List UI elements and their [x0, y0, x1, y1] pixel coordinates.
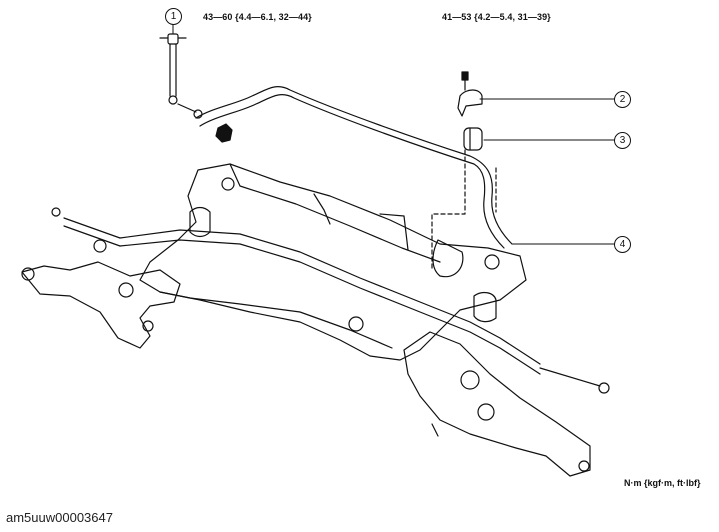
document-id: am5uuw00003647 [6, 510, 113, 525]
link-nut [215, 123, 233, 143]
stabilizer-bracket [457, 89, 483, 117]
callout-leaders [172, 23, 615, 245]
torque-spec-bracket-bolt: 41—53 {4.2—5.4, 31—39} [442, 12, 551, 22]
stabilizer-control-link [159, 33, 203, 119]
left-lower-arm [21, 239, 181, 349]
callout-1: 1 [165, 8, 182, 25]
unit-note: N·m {kgf·m, ft·lbf} [624, 478, 701, 488]
bracket-bolt [461, 71, 469, 91]
torque-spec-link-nut: 43—60 {4.4—6.1, 32—44} [203, 12, 312, 22]
stabilizer-bushing [463, 127, 483, 151]
callout-4: 4 [614, 236, 631, 253]
callout-3: 3 [614, 132, 631, 149]
steering-gear [51, 193, 610, 394]
alignment-lines [431, 149, 497, 269]
callout-2: 2 [614, 91, 631, 108]
stabilizer-bar [195, 86, 513, 249]
right-lower-arm [403, 331, 591, 477]
